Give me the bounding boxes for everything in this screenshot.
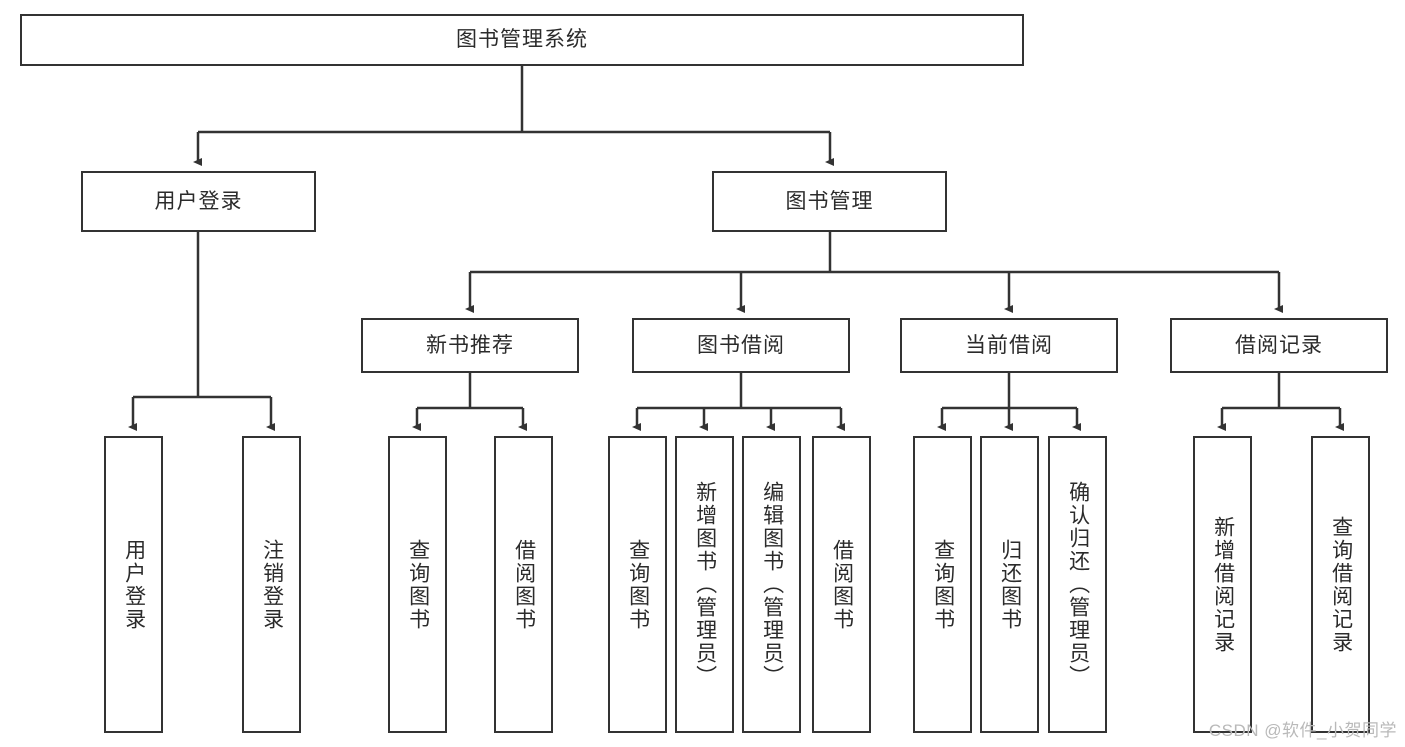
node-leaf-query-book-2[interactable]: 查询图书 <box>608 436 667 733</box>
node-label: 新增借阅记录 <box>1211 515 1235 654</box>
node-leaf-add-book[interactable]: 新增图书（管理员） <box>675 436 734 733</box>
node-leaf-return-book[interactable]: 归还图书 <box>980 436 1039 733</box>
node-current-borrow[interactable]: 当前借阅 <box>900 318 1118 373</box>
node-leaf-edit-book[interactable]: 编辑图书（管理员） <box>742 436 801 733</box>
node-book-management[interactable]: 图书管理 <box>712 171 947 232</box>
node-leaf-query-book-3[interactable]: 查询图书 <box>913 436 972 733</box>
node-label: 注销登录 <box>260 538 284 631</box>
node-label: 用户登录 <box>154 189 243 213</box>
node-label: 当前借阅 <box>965 333 1053 357</box>
node-leaf-confirm-return[interactable]: 确认归还（管理员） <box>1048 436 1107 733</box>
node-label: 查询图书 <box>931 538 955 631</box>
node-label: 借阅图书 <box>512 538 536 631</box>
node-label: 借阅图书 <box>830 538 854 631</box>
node-borrow-record[interactable]: 借阅记录 <box>1170 318 1388 373</box>
node-root-system[interactable]: 图书管理系统 <box>20 14 1024 66</box>
node-label: 新增图书（管理员） <box>693 481 717 688</box>
node-leaf-borrow-book-2[interactable]: 借阅图书 <box>812 436 871 733</box>
node-label: 查询图书 <box>406 538 430 631</box>
node-leaf-query-borrow-record[interactable]: 查询借阅记录 <box>1311 436 1370 733</box>
node-label: 图书管理系统 <box>456 28 588 52</box>
node-label: 用户登录 <box>122 538 146 631</box>
node-label: 查询借阅记录 <box>1329 515 1353 654</box>
node-new-book-recommend[interactable]: 新书推荐 <box>361 318 579 373</box>
node-label: 借阅记录 <box>1235 333 1323 357</box>
node-leaf-borrow-book-1[interactable]: 借阅图书 <box>494 436 553 733</box>
node-user-login[interactable]: 用户登录 <box>81 171 316 232</box>
node-label: 归还图书 <box>998 538 1022 631</box>
node-leaf-query-book-1[interactable]: 查询图书 <box>388 436 447 733</box>
node-label: 编辑图书（管理员） <box>760 481 784 688</box>
node-label: 新书推荐 <box>426 333 514 357</box>
node-label: 图书借阅 <box>697 333 785 357</box>
node-leaf-user-login[interactable]: 用户登录 <box>104 436 163 733</box>
node-label: 图书管理 <box>785 189 874 213</box>
node-label: 查询图书 <box>626 538 650 631</box>
node-label: 确认归还（管理员） <box>1066 481 1090 688</box>
node-leaf-user-logout[interactable]: 注销登录 <box>242 436 301 733</box>
node-book-borrow[interactable]: 图书借阅 <box>632 318 850 373</box>
node-leaf-add-borrow-record[interactable]: 新增借阅记录 <box>1193 436 1252 733</box>
watermark: CSDN @软件_小贺同学 <box>1208 721 1397 740</box>
